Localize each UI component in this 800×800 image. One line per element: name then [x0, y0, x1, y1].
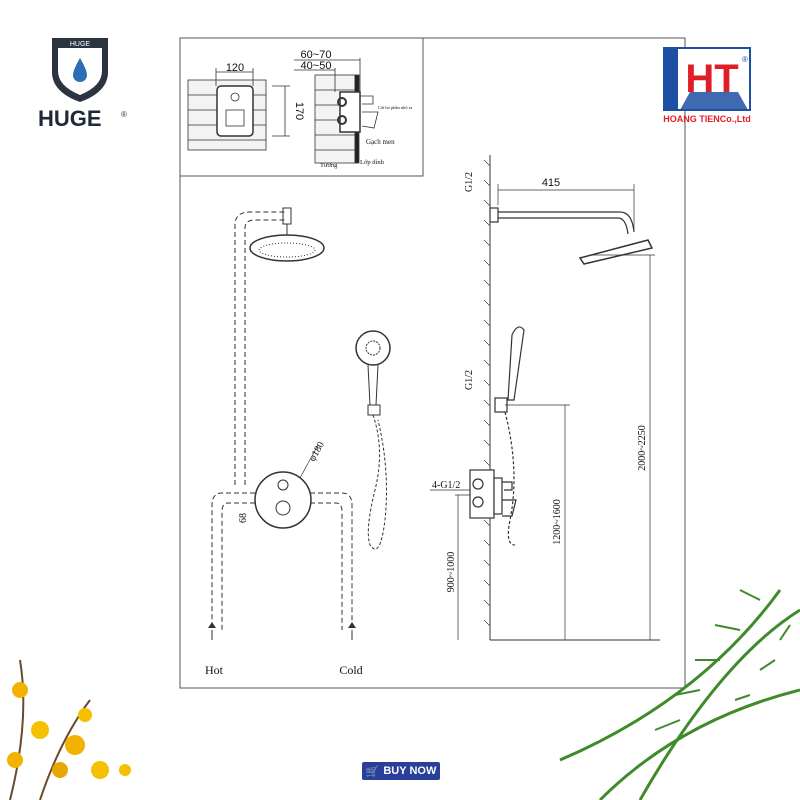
svg-text:®: ® [121, 110, 127, 119]
buy-now-button[interactable]: 🛒 BUY NOW [362, 762, 440, 780]
rain-shower-head-front [249, 207, 325, 262]
svg-text:Cắt bỏ phần nhô ra: Cắt bỏ phần nhô ra [378, 105, 412, 110]
svg-text:900~1000: 900~1000 [446, 552, 457, 592]
svg-text:415: 415 [542, 177, 560, 189]
detail-box [179, 37, 424, 177]
yellow-flowers-decoration [7, 659, 131, 800]
drawing-frame [179, 37, 686, 689]
svg-text:φ180: φ180 [307, 440, 327, 463]
svg-text:60~70: 60~70 [301, 49, 332, 61]
hoang-tien-logo: HT ® HOANG TIENCo.,Ltd [663, 47, 751, 124]
shower-arm-side [489, 207, 654, 265]
mixer-valve-side [469, 469, 517, 519]
svg-text:Lớp dính: Lớp dính [360, 159, 385, 166]
valve-box-side [294, 58, 379, 164]
svg-text:G1/2: G1/2 [464, 172, 475, 192]
shield-text: HUGE [70, 41, 91, 48]
palm-leaves-decoration [559, 589, 800, 800]
hand-shower-front [355, 330, 391, 550]
svg-text:40~50: 40~50 [301, 60, 332, 72]
partner-name: HOANG TIENCo.,Ltd [663, 114, 751, 124]
brand-name: HUGE [38, 106, 102, 131]
front-pipework [211, 211, 353, 630]
cart-icon: 🛒 [365, 765, 380, 778]
svg-text:G1/2: G1/2 [464, 370, 475, 390]
hot-label: Hot [205, 663, 224, 677]
svg-text:1200~1600: 1200~1600 [552, 499, 563, 544]
svg-text:170: 170 [293, 102, 305, 120]
svg-text:4-G1/2: 4-G1/2 [432, 480, 460, 491]
svg-text:®: ® [742, 55, 748, 64]
svg-text:120: 120 [226, 62, 244, 74]
huge-logo: HUGE HUGE ® [38, 38, 127, 131]
svg-text:Gạch men: Gạch men [366, 138, 395, 146]
cold-label: Cold [339, 663, 362, 677]
svg-text:68: 68 [238, 513, 249, 523]
svg-text:Tường: Tường [320, 162, 338, 169]
water-drop-icon [73, 58, 87, 82]
mixer-valve-front [254, 471, 312, 529]
valve-box-front [187, 68, 290, 151]
svg-text:2000~2250: 2000~2250 [637, 425, 648, 470]
